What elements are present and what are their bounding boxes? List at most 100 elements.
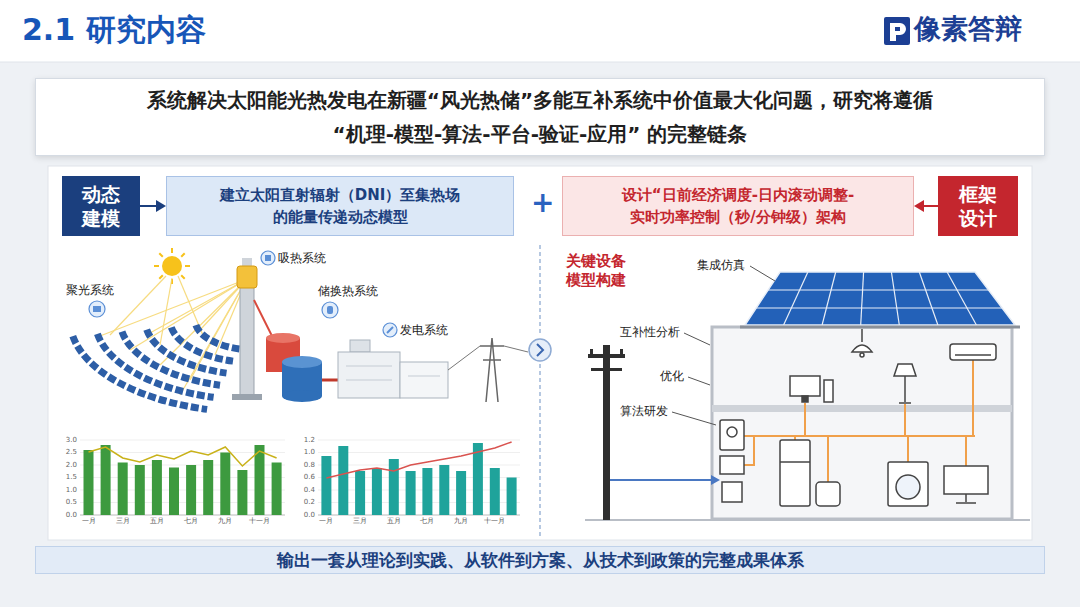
smart-house xyxy=(712,327,1012,519)
heliostat-field xyxy=(97,334,213,397)
axis-month: 三月 xyxy=(346,517,374,526)
receiver-tower xyxy=(240,286,254,398)
solar-panel-roof xyxy=(740,326,1020,329)
solar-panel-roof xyxy=(822,272,836,325)
monthly-chart xyxy=(89,447,277,466)
monthly-chart xyxy=(84,445,282,515)
axis-tick: 1.2 xyxy=(297,436,315,445)
appliances xyxy=(780,461,810,463)
content-box: 设计“日前经济调度-日内滚动调整- 实时功率控制（秒/分钟级）架构 xyxy=(562,176,914,236)
axis-month: 一月 xyxy=(75,517,103,526)
appliances xyxy=(824,380,833,402)
monthly-chart xyxy=(80,440,285,441)
power-block xyxy=(448,346,528,370)
system-icons xyxy=(89,251,397,337)
heliostat-field xyxy=(196,325,240,349)
sun-symbol xyxy=(154,265,159,267)
monthly-chart xyxy=(338,446,348,515)
divider-line xyxy=(529,339,551,361)
monthly-chart xyxy=(255,445,265,515)
monthly-chart xyxy=(439,465,449,515)
power-block xyxy=(346,380,392,381)
monthly-chart xyxy=(84,450,94,515)
system-icons xyxy=(322,302,338,318)
box-text: 设计“日前经济调度-日内滚动调整- 实时功率控制（秒/分钟级）架构 xyxy=(573,184,903,228)
monthly-chart xyxy=(101,445,111,515)
utility-pole xyxy=(620,349,623,354)
appliances xyxy=(955,354,991,356)
smart-house xyxy=(712,405,1012,412)
flow-arrow xyxy=(140,200,166,212)
utility-pole xyxy=(588,345,625,520)
storage-tanks xyxy=(322,379,338,382)
light-beams xyxy=(110,276,166,335)
utility-pole xyxy=(588,354,625,358)
monthly-chart xyxy=(80,490,285,491)
monthly-chart xyxy=(80,502,285,503)
axis-tick: 0.2 xyxy=(297,498,315,507)
axis-month: 十一月 xyxy=(246,517,274,526)
power-block xyxy=(400,362,448,398)
sun-symbol xyxy=(159,275,163,279)
appliances xyxy=(727,427,737,437)
light-beams xyxy=(160,279,247,365)
section-tag: 框架 设计 xyxy=(938,176,1018,236)
receiver-tower xyxy=(237,266,257,288)
monthly-chart xyxy=(237,470,247,515)
callout-label: 关键设备 模型构建 xyxy=(566,252,638,290)
solar-panel-roof xyxy=(768,289,989,290)
heliostat-field xyxy=(73,325,240,409)
tag-text: 框架 设计 xyxy=(944,182,1012,230)
divider-line xyxy=(539,364,541,538)
power-block xyxy=(346,366,392,367)
band-text: 系统解决太阳能光热发电在新疆“风光热储”多能互补系统中价值最大化问题，研究将遵循… xyxy=(54,83,1026,151)
plus-sign: + xyxy=(531,188,554,218)
leader-line xyxy=(688,377,710,385)
background xyxy=(0,0,1080,62)
solar-panel-roof xyxy=(784,272,808,325)
logo-icon xyxy=(884,17,910,45)
part-label: 发电系统 xyxy=(400,323,448,337)
monthly-chart xyxy=(490,468,500,515)
background xyxy=(0,62,1080,63)
sun-symbol xyxy=(185,265,190,267)
power-block xyxy=(350,340,370,352)
monthly-chart xyxy=(507,478,517,516)
monthly-chart xyxy=(318,440,520,515)
monthly-chart xyxy=(135,465,145,515)
box-text: 建立太阳直射辐射（DNI）至集热场 的能量传递动态模型 xyxy=(177,184,503,228)
background xyxy=(48,166,1032,540)
axis-month: 五月 xyxy=(143,517,171,526)
solar-panel-roof xyxy=(740,272,1020,327)
appliances xyxy=(965,494,967,502)
axis-month: 七月 xyxy=(413,517,441,526)
axis-tick: 3.0 xyxy=(58,436,77,445)
flow-arrow xyxy=(914,200,938,212)
system-icons xyxy=(383,323,397,337)
tag-text: 动态 建模 xyxy=(68,182,134,230)
arrow-head xyxy=(156,200,166,212)
axis-tick: 0.6 xyxy=(297,473,315,482)
appliances xyxy=(720,456,744,474)
appliances xyxy=(802,396,808,402)
monthly-chart xyxy=(473,443,483,515)
monthly-chart xyxy=(355,471,365,515)
storage-tanks xyxy=(282,356,322,368)
monthly-chart xyxy=(372,468,382,515)
monthly-chart xyxy=(326,442,511,478)
smart-house xyxy=(585,266,1030,520)
house-wiring xyxy=(904,404,906,436)
receiver-tower xyxy=(232,258,262,400)
storage-tanks xyxy=(282,390,322,402)
appliances xyxy=(894,364,916,376)
sun-symbol xyxy=(162,256,182,276)
system-icons xyxy=(387,327,393,333)
axis-tick: 2.0 xyxy=(58,461,77,470)
receiver-tower xyxy=(232,394,262,400)
axis-month: 三月 xyxy=(109,517,137,526)
part-label: 吸热系统 xyxy=(278,251,326,265)
appliances xyxy=(720,329,996,506)
leader-line xyxy=(750,266,775,281)
